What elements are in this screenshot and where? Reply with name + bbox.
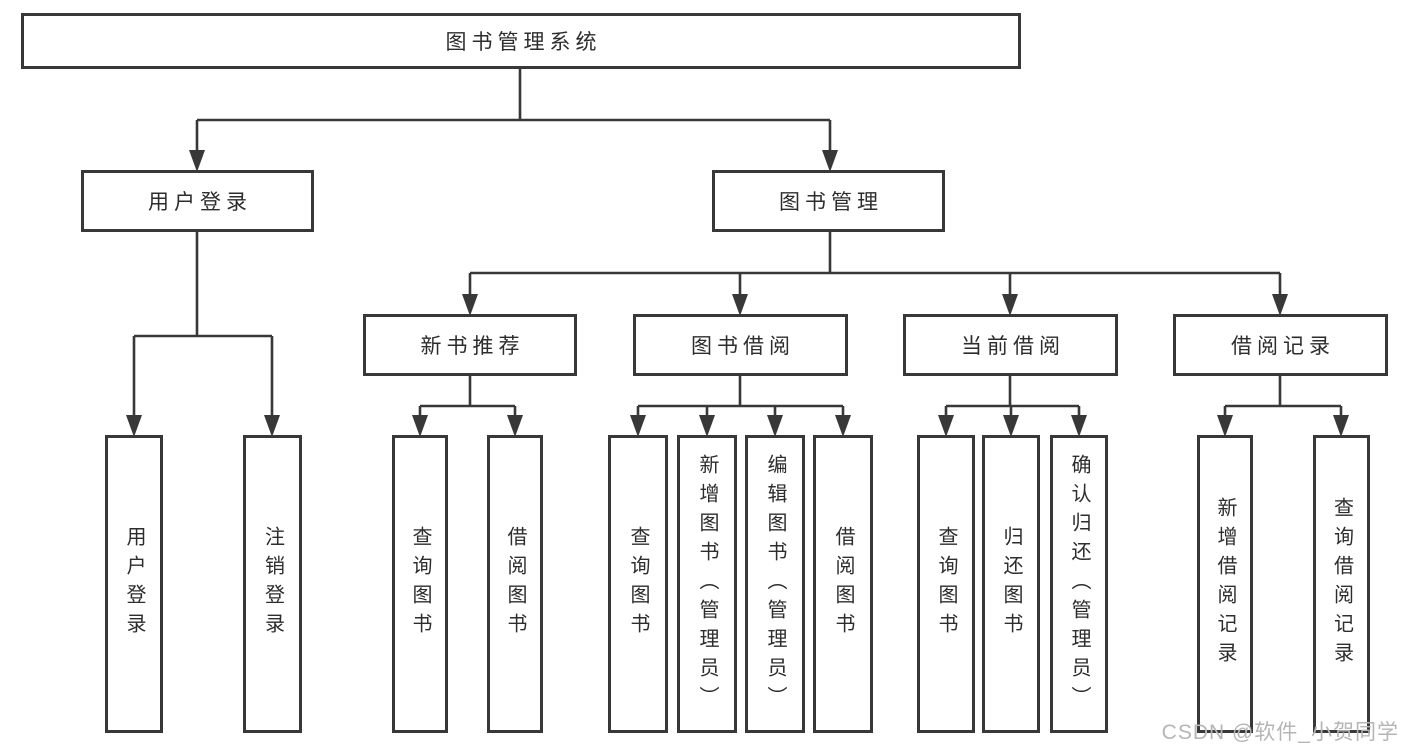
leaf-logout: 注销登录 — [243, 435, 302, 733]
leaf-records-add-borrow-record: 新增借阅记录 — [1197, 435, 1253, 733]
arrow-down-icon — [412, 415, 428, 437]
arrow-down-icon — [189, 150, 205, 172]
node-new-book-recommendation: 新书推荐 — [363, 314, 577, 376]
leaf-user-login: 用户登录 — [105, 435, 163, 733]
arrow-down-icon — [699, 415, 715, 437]
arrow-down-icon — [126, 415, 142, 437]
leaf-current-confirm-return-admin: 确认归还（管理员） — [1050, 435, 1108, 733]
arrow-down-icon — [822, 150, 838, 172]
node-book-borrowing: 图书借阅 — [633, 314, 848, 376]
arrow-down-icon — [1002, 294, 1018, 316]
node-label: 当前借阅 — [961, 335, 1065, 358]
leaf-label: 确认归还（管理员） — [1068, 453, 1090, 715]
leaf-current-query-books: 查询图书 — [917, 435, 975, 733]
node-label: 用户登录 — [148, 191, 252, 214]
leaf-label: 查询借阅记录 — [1330, 497, 1353, 671]
arrow-down-icon — [835, 415, 851, 437]
leaf-label: 新增图书（管理员） — [696, 453, 718, 715]
leaf-label: 查询图书 — [627, 526, 649, 642]
arrow-down-icon — [767, 415, 783, 437]
node-library-management-system: 图书管理系统 — [21, 13, 1021, 69]
leaf-records-query-borrow-record: 查询借阅记录 — [1313, 435, 1370, 733]
leaf-recommend-query-books: 查询图书 — [392, 435, 448, 733]
node-borrowing-records: 借阅记录 — [1173, 314, 1388, 376]
node-label: 借阅记录 — [1231, 335, 1335, 358]
arrow-down-icon — [732, 294, 748, 316]
node-current-borrowing: 当前借阅 — [903, 314, 1118, 376]
node-user-login: 用户登录 — [81, 170, 314, 232]
leaf-label: 查询图书 — [935, 526, 957, 642]
leaf-current-return-books: 归还图书 — [982, 435, 1040, 733]
arrow-down-icon — [630, 415, 646, 437]
leaf-label: 归还图书 — [1000, 526, 1022, 642]
leaf-recommend-borrow-books: 借阅图书 — [487, 435, 543, 733]
leaf-borrow-add-books-admin: 新增图书（管理员） — [677, 435, 737, 733]
arrow-down-icons — [126, 150, 1349, 437]
leaf-label: 新增借阅记录 — [1214, 497, 1236, 671]
arrow-down-icon — [1071, 415, 1087, 437]
leaf-label: 查询图书 — [409, 526, 431, 642]
leaf-borrow-edit-books-admin: 编辑图书（管理员） — [745, 435, 805, 733]
node-label: 新书推荐 — [420, 335, 525, 358]
arrow-down-icon — [1333, 415, 1349, 437]
node-label: 图书借阅 — [691, 335, 795, 358]
node-book-management: 图书管理 — [712, 170, 945, 232]
arrow-down-icon — [264, 415, 280, 437]
node-label: 图书管理 — [779, 191, 883, 214]
arrow-down-icon — [462, 294, 478, 316]
leaf-borrow-query-books: 查询图书 — [608, 435, 668, 733]
arrow-down-icon — [1003, 415, 1019, 437]
watermark: CSDN @软件_小贺同学 — [1161, 721, 1399, 744]
arrow-down-icon — [507, 415, 523, 437]
leaf-label: 编辑图书（管理员） — [764, 453, 786, 715]
leaf-borrow-borrow-books: 借阅图书 — [813, 435, 873, 733]
leaf-label: 借阅图书 — [504, 526, 526, 642]
arrow-down-icon — [938, 415, 954, 437]
leaf-label: 用户登录 — [123, 526, 145, 642]
arrow-down-icon — [1217, 415, 1233, 437]
leaf-label: 借阅图书 — [832, 526, 854, 642]
leaf-label: 注销登录 — [261, 526, 284, 642]
arrow-down-icon — [1272, 294, 1288, 316]
node-label: 图书管理系统 — [445, 31, 602, 54]
